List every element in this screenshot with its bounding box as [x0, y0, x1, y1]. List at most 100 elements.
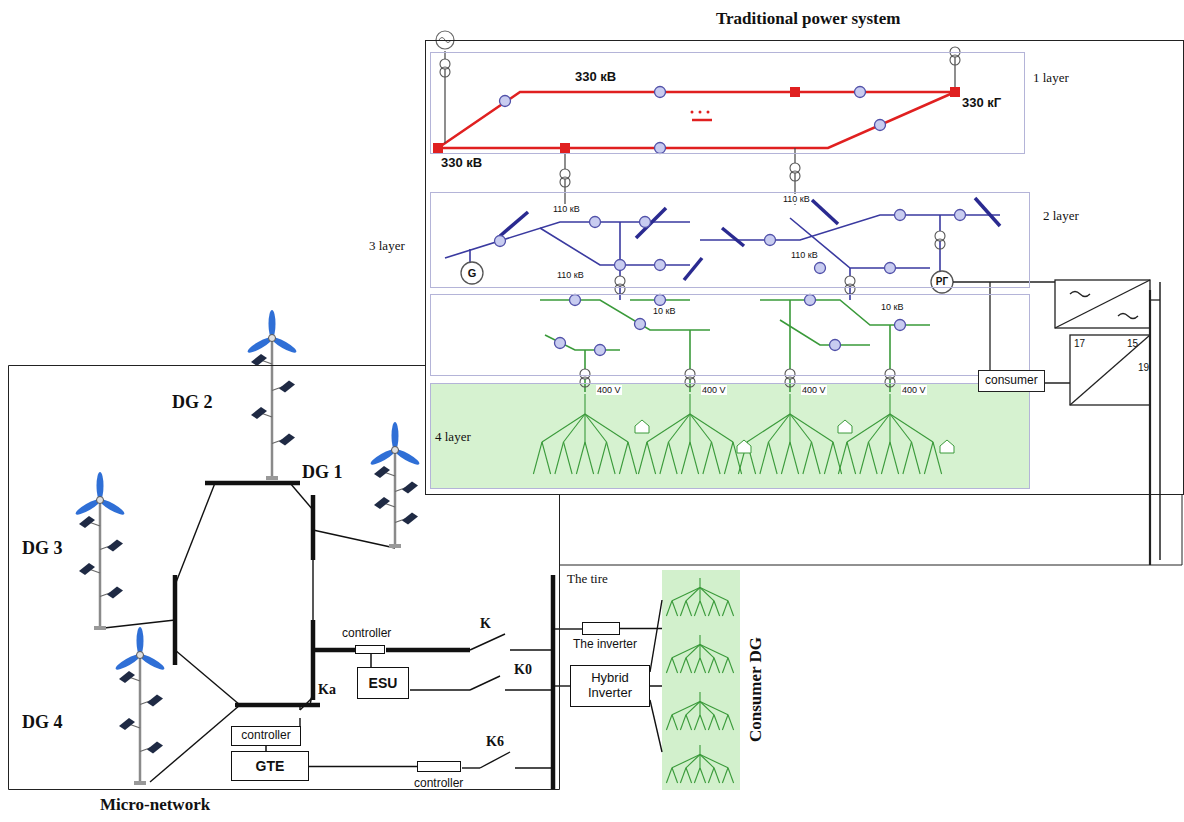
distribution-tree: [708, 601, 714, 616]
transformer-symbol: [440, 67, 450, 77]
distribution-tree: [890, 414, 933, 442]
transformer-symbol: [935, 239, 945, 249]
text-label: DG 3: [22, 538, 63, 559]
layer-band: 3 layer: [430, 294, 1030, 376]
distribution-tree: [714, 768, 720, 783]
wind-solar-generator: [119, 718, 135, 730]
distribution-tree: [838, 442, 847, 474]
wind-solar-generator: [279, 381, 295, 393]
wind-solar-generator: [394, 450, 397, 548]
node-label: controller: [414, 777, 463, 791]
wind-solar-generator: [119, 671, 135, 683]
distribution-tree: [680, 768, 686, 783]
bus-bar: [551, 575, 556, 790]
wire: [312, 560, 313, 620]
node-label: controller: [241, 729, 290, 743]
distribution-tree: [694, 768, 700, 783]
distribution-tree: [790, 442, 799, 474]
wind-solar-generator: [271, 338, 274, 480]
line-10kv: [540, 300, 710, 330]
wire: [313, 530, 395, 548]
distribution-tree: [564, 442, 573, 474]
line-330kv: [438, 92, 955, 148]
connector-wire: [309, 766, 417, 768]
distribution-tree: [669, 414, 691, 442]
wind-solar-generator: [147, 742, 163, 754]
text-label: 330 кВ: [575, 70, 616, 85]
inverter-panel: [1055, 280, 1150, 328]
distribution-tree: [690, 414, 712, 442]
wire: [175, 650, 240, 705]
wind-solar-generator: [392, 422, 399, 450]
breaker-symbol: [655, 260, 666, 271]
wind-solar-generator: [402, 482, 418, 494]
node-label: Traditional power system: [716, 9, 900, 29]
controller-box: controller: [355, 645, 385, 654]
distribution-tree: [672, 715, 678, 730]
consumer-box: consumer: [978, 370, 1045, 392]
distribution-tree: [789, 394, 790, 414]
distribution-tree: [869, 414, 891, 442]
bus-bar: [205, 481, 300, 486]
busbar-110kv: [636, 208, 666, 238]
distribution-tree: [769, 414, 791, 442]
text-label: G: [468, 267, 477, 280]
text-label: РГ: [936, 276, 948, 288]
wind-solar-generator: [134, 781, 146, 785]
wind-solar-generator: [79, 563, 95, 575]
wire: [510, 649, 553, 650]
distribution-tree: [722, 768, 728, 783]
distribution-tree: [638, 394, 741, 474]
distribution-tree: [686, 588, 700, 601]
distribution-tree: [889, 394, 890, 414]
region-outline: [9, 366, 560, 790]
distribution-tree: [647, 414, 690, 442]
inverter-panel: [1159, 282, 1161, 560]
distribution-tree: [889, 414, 890, 442]
wind-solar-generator: [137, 627, 144, 655]
distribution-tree: [647, 442, 656, 474]
inverter-panel: [989, 282, 990, 372]
distribution-tree: [789, 414, 790, 442]
text-label: 19: [1138, 362, 1149, 374]
distribution-tree: [890, 414, 912, 442]
transformer-symbol: [950, 47, 960, 65]
inverter-panel: [953, 280, 1160, 565]
distribution-tree: [576, 442, 585, 474]
inverter-panel: [1055, 280, 1150, 328]
line-330kv: [692, 119, 712, 122]
distribution-tree: [619, 442, 628, 474]
distribution-tree: [812, 442, 821, 474]
text-label: K0: [514, 662, 532, 678]
wind-solar-generator: [99, 500, 102, 630]
bus-bar: [311, 495, 316, 560]
wire: [300, 698, 312, 710]
wind-solar-generator: [251, 407, 267, 419]
wind-solar-generator: [389, 544, 401, 548]
distribution-tree: [769, 442, 778, 474]
wire: [650, 700, 662, 752]
substation-node: [950, 87, 960, 97]
distribution-tree: [628, 442, 637, 474]
inverter-panel: [1070, 335, 1150, 405]
wind-solar-generator: [246, 310, 298, 480]
breaker-symbol: [955, 210, 966, 221]
node-label: controller: [342, 627, 391, 641]
distribution-tree: [666, 715, 672, 730]
distribution-tree: [714, 658, 720, 673]
transformer-symbol: [790, 163, 800, 181]
text-label: 400 V: [801, 385, 827, 395]
connector-wire: [370, 654, 372, 667]
distribution-tree: [722, 601, 728, 616]
distribution-tree: [708, 768, 714, 783]
line-110kv: [540, 228, 690, 265]
consumer-area: Consumer DG: [662, 570, 740, 790]
wind-solar-generator: [139, 655, 142, 785]
house-icon: [940, 440, 954, 453]
text-label: 10 кВ: [880, 302, 904, 312]
text-label: 400 V: [701, 385, 727, 395]
transformer-symbol: [845, 284, 855, 294]
node-label: 4 layer: [435, 430, 471, 445]
distribution-tree: [714, 715, 720, 730]
inverter-panel: [953, 281, 1055, 282]
